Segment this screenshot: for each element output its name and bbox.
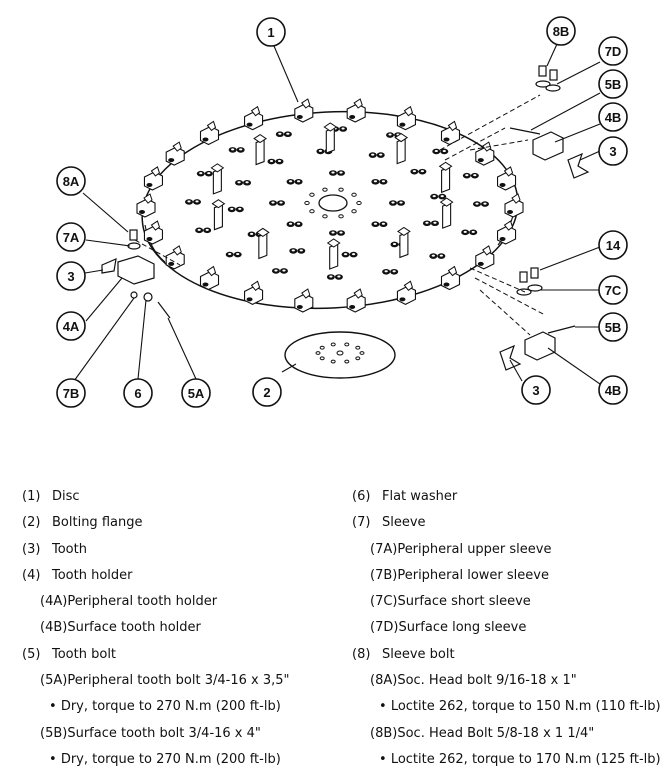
legend-item: (6)Flat washer	[352, 489, 458, 504]
svg-text:7C: 7C	[605, 283, 622, 298]
callout-14: 14	[598, 230, 628, 260]
svg-text:3: 3	[67, 269, 74, 284]
svg-text:8A: 8A	[63, 174, 80, 189]
callout-7c: 7C	[598, 275, 628, 305]
legend-bullet: • Loctite 262, torque to 170 N.m (125 ft…	[379, 751, 661, 767]
svg-text:3: 3	[609, 144, 616, 159]
svg-text:7A: 7A	[63, 230, 80, 245]
svg-text:5A: 5A	[188, 386, 205, 401]
legend-subitem: (8B)Soc. Head Bolt 5/8-18 x 1 1/4"	[370, 725, 595, 741]
legend-bullet: • Loctite 262, torque to 150 N.m (110 ft…	[379, 699, 661, 715]
legend-item: (8)Sleeve bolt	[352, 646, 455, 662]
svg-text:4B: 4B	[605, 383, 622, 398]
callout-5b-bottom: 5B	[598, 312, 628, 342]
svg-text:5B: 5B	[605, 77, 622, 92]
svg-text:2: 2	[263, 385, 270, 400]
callout-1: 1	[256, 17, 286, 47]
legend-subitem: (7A)Peripheral upper sleeve	[370, 541, 552, 557]
legend-item: (5)Tooth bolt	[22, 646, 117, 662]
svg-text:14: 14	[606, 238, 621, 253]
legend-item: (3)Tooth	[22, 541, 87, 557]
peripheral-tooth-holders	[136, 98, 524, 313]
bolting-flange	[281, 331, 396, 379]
legend-bullet: • Dry, torque to 270 N.m (200 ft-lb)	[49, 699, 281, 715]
disc-bolt-holes	[304, 187, 362, 219]
legend-item: (2)Bolting flange	[22, 515, 143, 531]
legend-left: (1)Disc (2)Bolting flange (3)Tooth (4)To…	[22, 484, 289, 773]
legend-item: (4)Tooth holder	[22, 567, 133, 583]
svg-text:5B: 5B	[605, 320, 622, 335]
callout-4b-bottom: 4B	[598, 375, 628, 405]
legend-bullet: • Dry, torque to 270 N.m (200 ft-lb)	[49, 751, 281, 767]
svg-text:4A: 4A	[63, 319, 80, 334]
svg-text:1: 1	[267, 25, 274, 40]
exploded-top-right-parts	[439, 65, 590, 179]
svg-text:8B: 8B	[553, 24, 570, 39]
exploded-left-parts	[101, 229, 181, 319]
callout-6: 6	[123, 378, 153, 408]
legend-subitem: (4B)Surface tooth holder	[40, 620, 201, 636]
svg-text:7B: 7B	[63, 386, 80, 401]
callout-3-bottom: 3	[521, 375, 551, 405]
callout-8a: 8A	[56, 166, 86, 196]
legend-subitem: (5A)Peripheral tooth bolt 3/4-16 x 3,5"	[40, 673, 290, 689]
legend-subitem: (7D)Surface long sleeve	[370, 620, 527, 636]
callout-leaders	[73, 43, 601, 385]
svg-text:7D: 7D	[605, 44, 622, 59]
legend-subitem: (8A)Soc. Head bolt 9/16-18 x 1"	[370, 673, 577, 689]
legend-right: (6)Flat washer (7)Sleeve (7A)Peripheral …	[352, 484, 661, 773]
callout-3-left: 3	[56, 261, 86, 291]
exploded-right-parts	[469, 267, 576, 371]
callout-3-top: 3	[598, 136, 628, 166]
callout-8b: 8B	[546, 16, 576, 46]
legend-subitem: (7B)Peripheral lower sleeve	[370, 567, 549, 583]
callout-5b-top: 5B	[598, 69, 628, 99]
exploded-disc-diagram: 1 8B 7D 5B 4B 3 8A 7A 3 4A 14 7C 5B 7B 6…	[56, 16, 628, 408]
legend-subitem: (5B)Surface tooth bolt 3/4-16 x 4"	[40, 725, 261, 741]
callout-7b: 7B	[56, 378, 86, 408]
svg-text:6: 6	[134, 386, 141, 401]
legend-subitem: (7C)Surface short sleeve	[370, 594, 531, 610]
callout-5a: 5A	[181, 378, 211, 408]
callout-4b-top: 4B	[598, 102, 628, 132]
callout-7d: 7D	[598, 36, 628, 66]
legend-subitem: (4A)Peripheral tooth holder	[40, 594, 218, 610]
callout-2: 2	[252, 377, 282, 407]
callout-4a: 4A	[56, 311, 86, 341]
legend-item: (7)Sleeve	[352, 515, 426, 531]
svg-text:4B: 4B	[605, 110, 622, 125]
svg-text:3: 3	[532, 383, 539, 398]
legend-item: (1)Disc	[22, 489, 80, 504]
callout-7a: 7A	[56, 222, 86, 252]
surface-tooth-holders	[210, 122, 454, 270]
